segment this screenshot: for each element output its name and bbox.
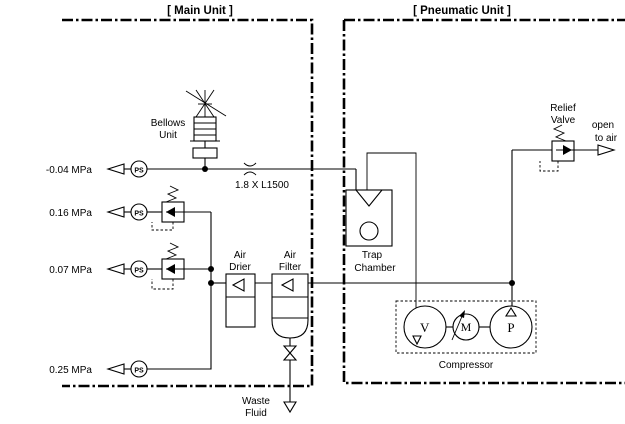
pneumatic-unit-boundary: [ Pneumatic Unit ] (342, 5, 625, 385)
pressure-value: 0.07 MPa (49, 265, 92, 276)
relief-label-line2: Valve (551, 115, 576, 126)
pressure-switch-symbol: PS (134, 211, 144, 218)
pressure-pump-symbol: P (507, 320, 514, 335)
relief-valve: Relief Valve open to air (509, 103, 618, 306)
pressure-output-2: PS 0.16 MPa (49, 203, 148, 221)
filter-label-line1: Air (284, 250, 297, 261)
filter-label-line2: Filter (279, 262, 302, 273)
regulator-valve-1 (147, 185, 211, 231)
compressor: V M P Compressor (395, 300, 537, 371)
restrictor-label: 1.8 X L1500 (235, 180, 289, 191)
motor-symbol: M (461, 320, 472, 334)
waste-label-line2: Fluid (245, 408, 267, 419)
trap-chamber: Trap Chamber (345, 152, 417, 308)
trap-label-line1: Trap (362, 250, 383, 261)
main-unit-boundary: [ Main Unit ] (62, 5, 314, 388)
bellows-unit: Bellows Unit (151, 89, 227, 159)
open-label-line1: open (592, 120, 614, 131)
pressure-switch-symbol: PS (134, 368, 144, 375)
pressure-value: 0.25 MPa (49, 365, 92, 376)
drier-label-line2: Drier (229, 262, 251, 273)
trap-label-line2: Chamber (354, 263, 396, 274)
pressure-output-1: PS -0.04 MPa (46, 160, 148, 178)
drier-label-line1: Air (234, 250, 247, 261)
main-distribution-line (147, 212, 226, 370)
pressure-switch-symbol: PS (134, 268, 144, 275)
compressor-label: Compressor (439, 360, 494, 371)
bellows-label-line2: Unit (159, 130, 177, 141)
pressure-output-3: PS 0.07 MPa (49, 260, 148, 278)
vacuum-line: 1.8 X L1500 (124, 158, 356, 191)
pressure-output-4: PS 0.25 MPa (49, 360, 148, 378)
bellows-label-line1: Bellows (151, 118, 185, 129)
air-drier: Air Drier (225, 250, 272, 328)
pneumatic-unit-title: [ Pneumatic Unit ] (413, 5, 511, 17)
relief-label-line1: Relief (550, 103, 576, 114)
main-unit-title: [ Main Unit ] (167, 5, 233, 17)
regulator-valve-2 (147, 242, 211, 290)
pressure-value: -0.04 MPa (46, 165, 93, 176)
vacuum-pump-symbol: V (420, 320, 430, 335)
waste-label-line1: Waste (242, 396, 270, 407)
pressure-switch-symbol: PS (134, 168, 144, 175)
air-filter: Air Filter Waste Fluid (242, 250, 512, 419)
pressure-value: 0.16 MPa (49, 208, 92, 219)
open-label-line2: to air (595, 133, 618, 144)
